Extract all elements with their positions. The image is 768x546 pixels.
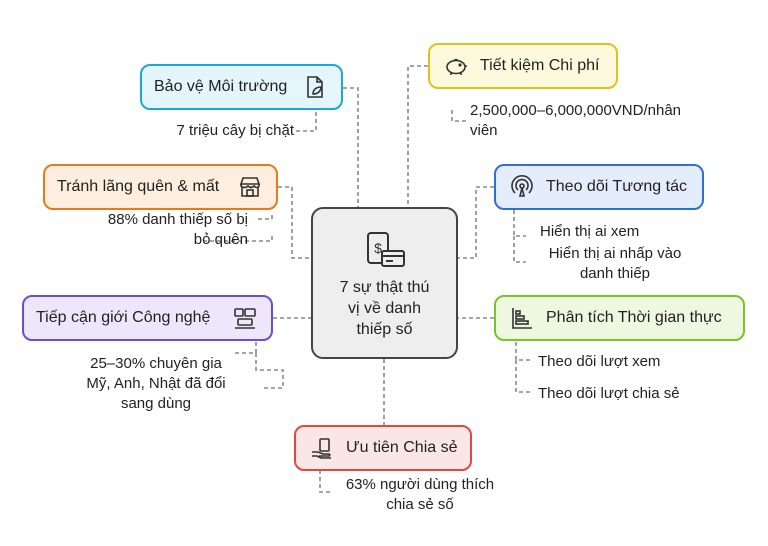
svg-text:$: $ (374, 240, 382, 256)
wallet-card-icon: $ (366, 231, 405, 267)
node-share-priority: Ưu tiên Chia sẻ (294, 425, 472, 471)
node-cost-saving-label: Tiết kiệm Chi phí (480, 57, 600, 74)
note-link-env (296, 110, 317, 132)
node-tracking: Theo dõi Tương tác (494, 164, 704, 210)
note-cost-saving: 2,500,000–6,000,000VND/nhân viên (470, 102, 682, 139)
note-tracking-views: Hiển thị ai xem (540, 223, 640, 240)
connector-track (458, 186, 494, 259)
store-icon (236, 173, 264, 201)
bar-chart-icon (508, 304, 536, 332)
note-realtime-views: Theo dõi lượt xem (538, 353, 661, 370)
node-environment: Bảo vệ Môi trường (140, 64, 343, 110)
note-share-priority: 63% người dùng thích chia sẻ số (345, 476, 495, 513)
center-topic: $ 7 sự thật thú vị về danh thiếp số (311, 207, 458, 359)
note-tracking-clicks: Hiển thị ai nhấp vào danh thiếp (548, 245, 682, 282)
node-realtime-analytics: Phân tích Thời gian thực (494, 295, 745, 341)
node-avoid-loss-label: Tránh lãng quên & mất (57, 178, 220, 195)
node-realtime-analytics-label: Phân tích Thời gian thực (546, 309, 722, 326)
connector-forget (278, 186, 311, 259)
node-tech-adoption: Tiếp cận giới Công nghệ (22, 295, 273, 341)
hand-card-icon (308, 434, 336, 462)
signal-icon (508, 173, 536, 201)
note-realtime-shares: Theo dõi lượt chia sẻ (538, 385, 680, 402)
node-environment-label: Bảo vệ Môi trường (154, 78, 288, 95)
node-tech-adoption-label: Tiếp cận giới Công nghệ (36, 309, 211, 326)
piggy-bank-icon (442, 52, 470, 80)
note-link-tech (234, 342, 284, 389)
leaf-document-icon (301, 73, 329, 101)
note-environment: 7 triệu cây bị chặt (176, 122, 294, 139)
node-share-priority-label: Ưu tiên Chia sẻ (346, 439, 458, 456)
note-link-cost (451, 110, 466, 122)
node-cost-saving: Tiết kiệm Chi phí (428, 43, 618, 89)
note-link-forget (203, 212, 273, 242)
connector-env (343, 87, 359, 207)
note-link-track (513, 210, 526, 263)
connector-cost (407, 65, 428, 207)
note-link-realtime (515, 342, 530, 393)
node-avoid-loss: Tránh lãng quên & mất (43, 164, 278, 210)
note-tech-adoption: 25–30% chuyên gia Mỹ, Anh, Nhật đã đổi s… (86, 355, 226, 412)
center-title: 7 sự thật thú vị về danh thiếp số (339, 278, 430, 338)
note-avoid-loss: 88% danh thiếp số bị bỏ quên (107, 211, 248, 248)
note-link-share (319, 470, 332, 493)
node-tracking-label: Theo dõi Tương tác (546, 178, 687, 195)
devices-icon (231, 304, 259, 332)
